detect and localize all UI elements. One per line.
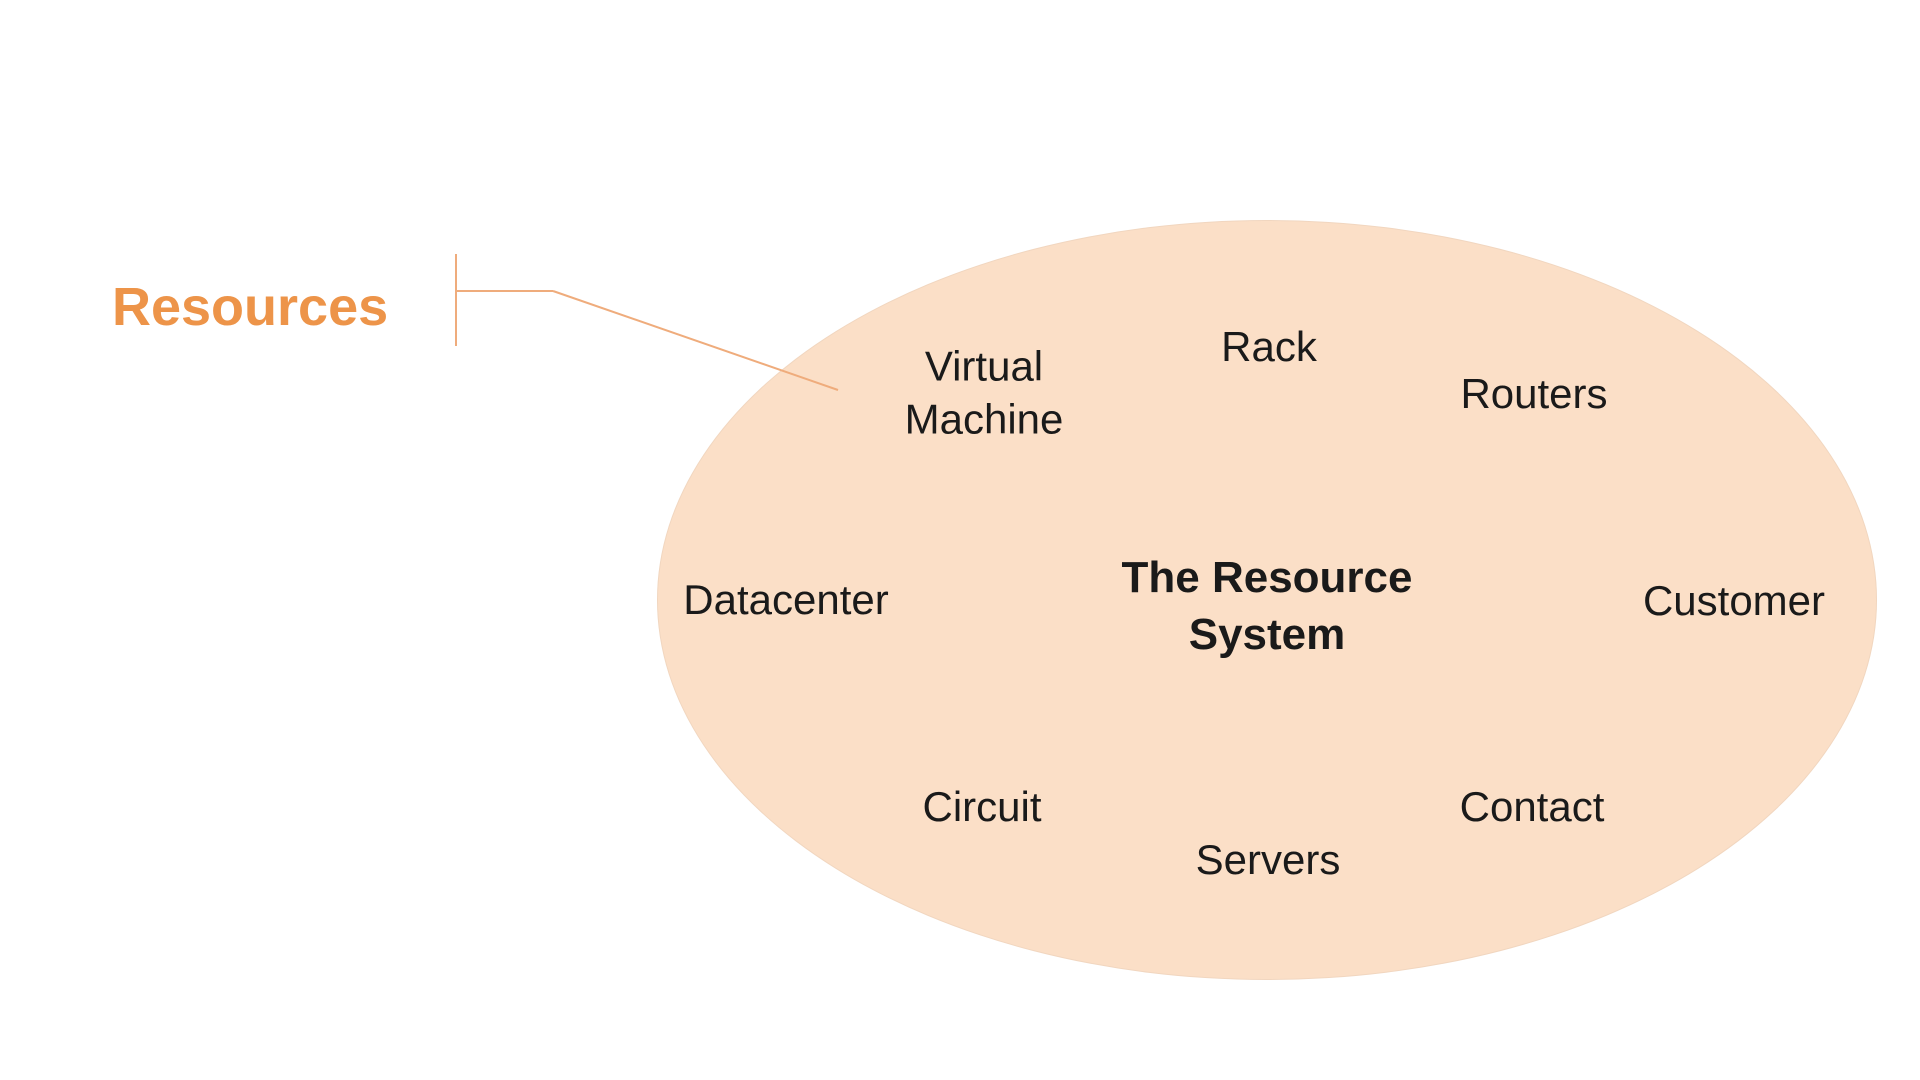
node-contact: Contact [1459,782,1605,830]
node-routers: Routers [1460,369,1608,417]
node-rack: Rack [1221,322,1317,370]
diagram-center-title: The Resource System [1121,552,1413,659]
resources-callout-label: Resources [112,277,389,337]
resource-system-ellipse [657,220,1877,980]
node-datacenter: Datacenter [683,575,889,623]
node-customer: Customer [1642,576,1826,624]
node-circuit: Circuit [922,782,1042,830]
node-virtual-machine: Virtual Machine [904,342,1064,443]
node-servers: Servers [1195,835,1341,883]
